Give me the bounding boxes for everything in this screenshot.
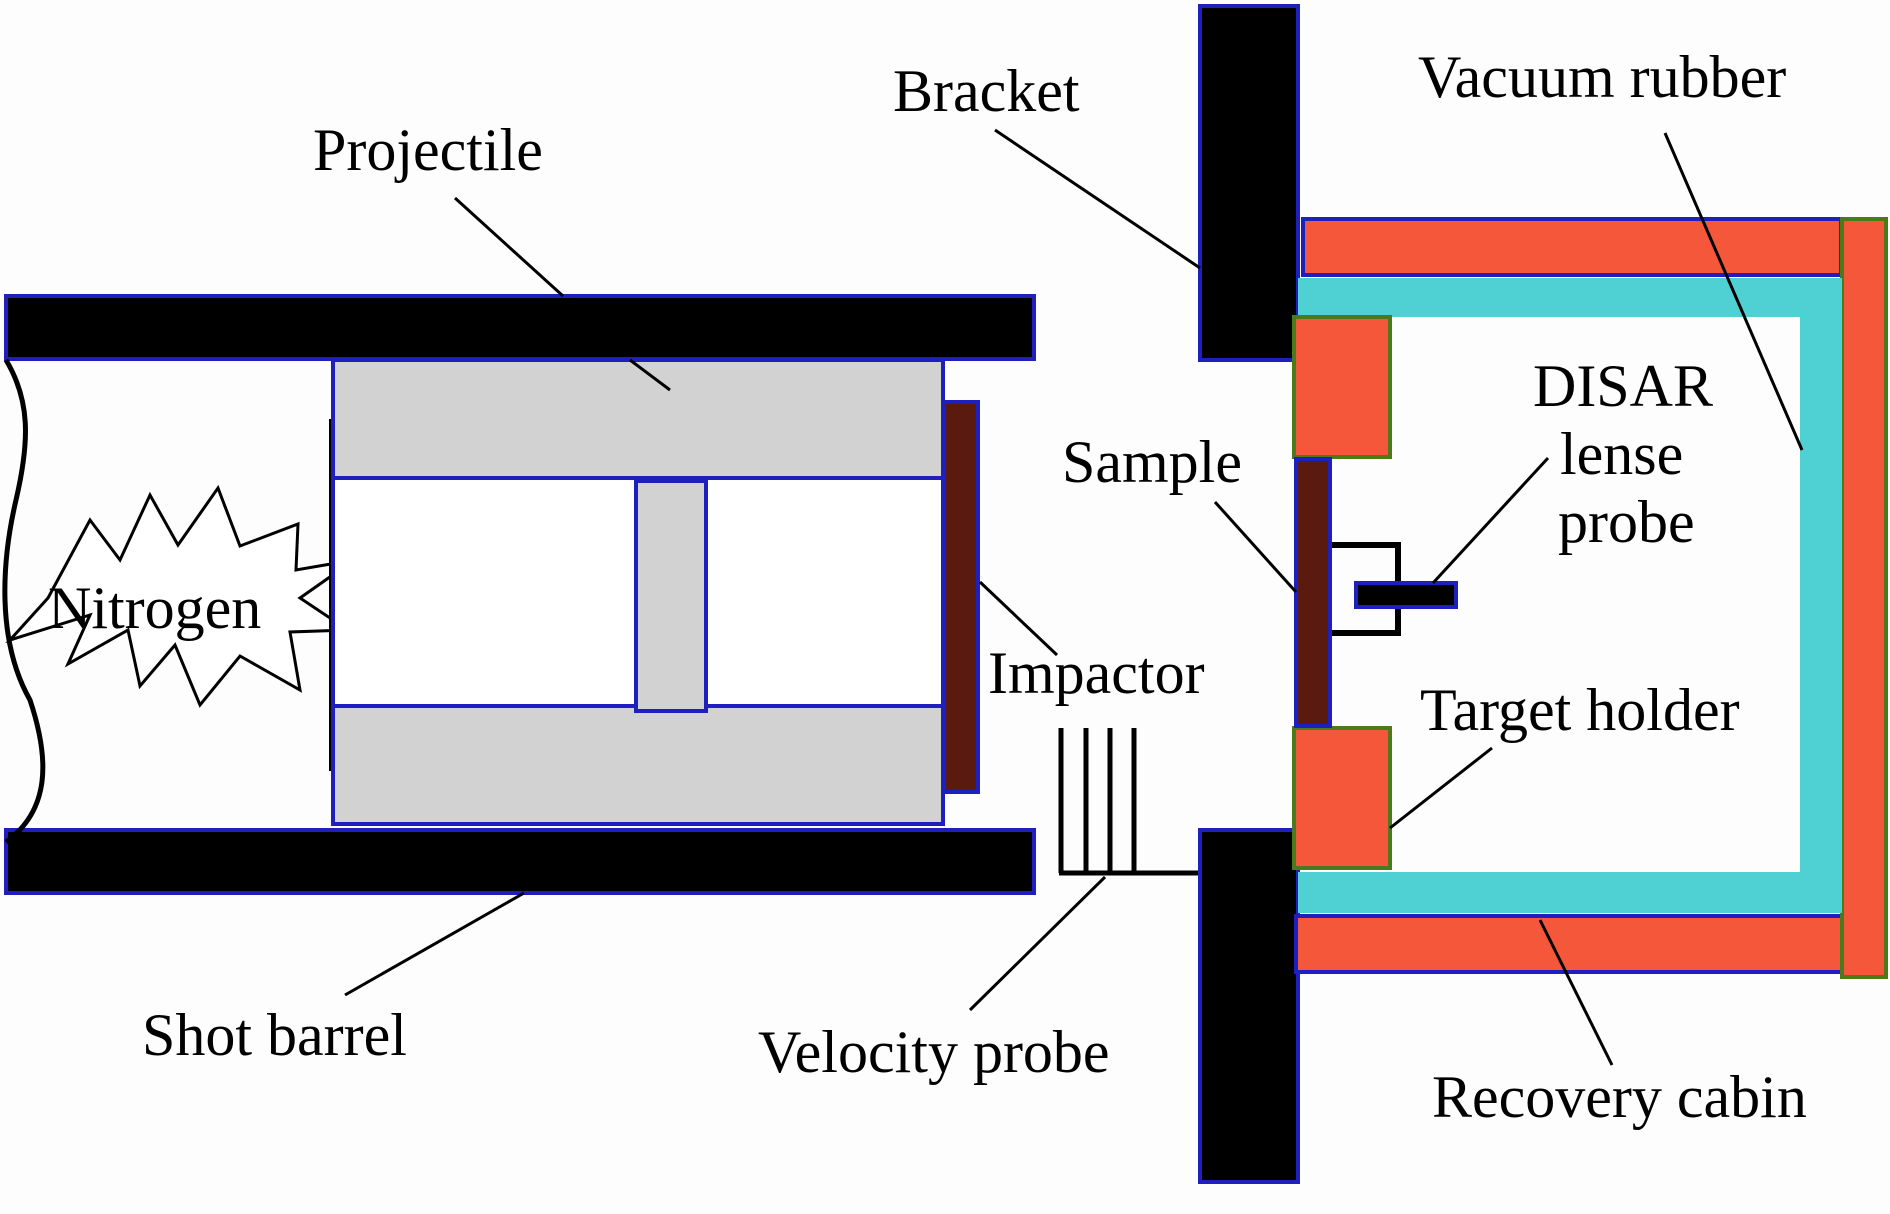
velocity-probe xyxy=(1058,728,1202,876)
leader-disar xyxy=(1431,456,1550,585)
label-bracket: Bracket xyxy=(893,58,1080,124)
projectile-upper-body xyxy=(331,358,945,480)
leader-vacuum-rubber xyxy=(1663,132,1804,451)
label-velocity-probe: Velocity probe xyxy=(758,1019,1110,1085)
label-sample: Sample xyxy=(1062,429,1242,495)
recovery-cabin-end-cap xyxy=(1840,217,1888,979)
target-holder-upper xyxy=(1292,315,1392,459)
leader-target-holder xyxy=(1389,746,1493,830)
impactor-plate xyxy=(942,400,980,794)
target-holder xyxy=(1292,315,1392,870)
barrel-top-wall xyxy=(4,294,1036,361)
label-nitrogen: Nitrogen xyxy=(48,575,261,641)
label-target-holder: Target holder xyxy=(1420,677,1740,743)
recovery-cabin xyxy=(1294,217,1888,979)
label-impactor: Impactor xyxy=(988,640,1205,706)
projectile xyxy=(329,358,980,826)
leader-velocity-probe xyxy=(968,875,1107,1012)
barrel-break-line xyxy=(2,358,46,845)
barrel-bottom-wall xyxy=(4,828,1036,895)
bracket-upper xyxy=(1198,4,1300,362)
projectile-lower-body xyxy=(331,704,945,826)
target-holder-lower xyxy=(1292,726,1392,870)
sample-plate xyxy=(1294,457,1332,728)
shot-barrel xyxy=(4,294,1036,895)
label-shot-barrel: Shot barrel xyxy=(142,1002,407,1068)
bracket xyxy=(1198,4,1300,1184)
bracket-lower xyxy=(1198,828,1300,1184)
disar-lens-probe xyxy=(1332,542,1458,636)
projectile-core xyxy=(634,479,708,713)
label-disar-line2: lense xyxy=(1560,421,1683,487)
leader-projectile xyxy=(453,196,565,298)
label-vacuum-rubber: Vacuum rubber xyxy=(1418,44,1786,110)
disar-probe-tip xyxy=(1354,581,1458,609)
leader-projectile-inner xyxy=(629,358,671,392)
label-recovery-cabin: Recovery cabin xyxy=(1432,1064,1807,1130)
label-disar-line1: DISAR xyxy=(1533,353,1713,419)
recovery-cabin-bottom-wall xyxy=(1294,914,1844,974)
label-projectile: Projectile xyxy=(313,117,543,183)
recovery-cabin-top-wall xyxy=(1301,217,1843,277)
leader-impactor xyxy=(978,580,1059,657)
label-disar-line3: probe xyxy=(1558,489,1695,555)
leader-sample xyxy=(1213,500,1298,594)
leader-lines xyxy=(344,128,1804,1066)
leader-shot-barrel xyxy=(344,891,525,997)
leader-recovery-cabin xyxy=(1538,919,1614,1066)
leader-bracket xyxy=(994,128,1201,270)
